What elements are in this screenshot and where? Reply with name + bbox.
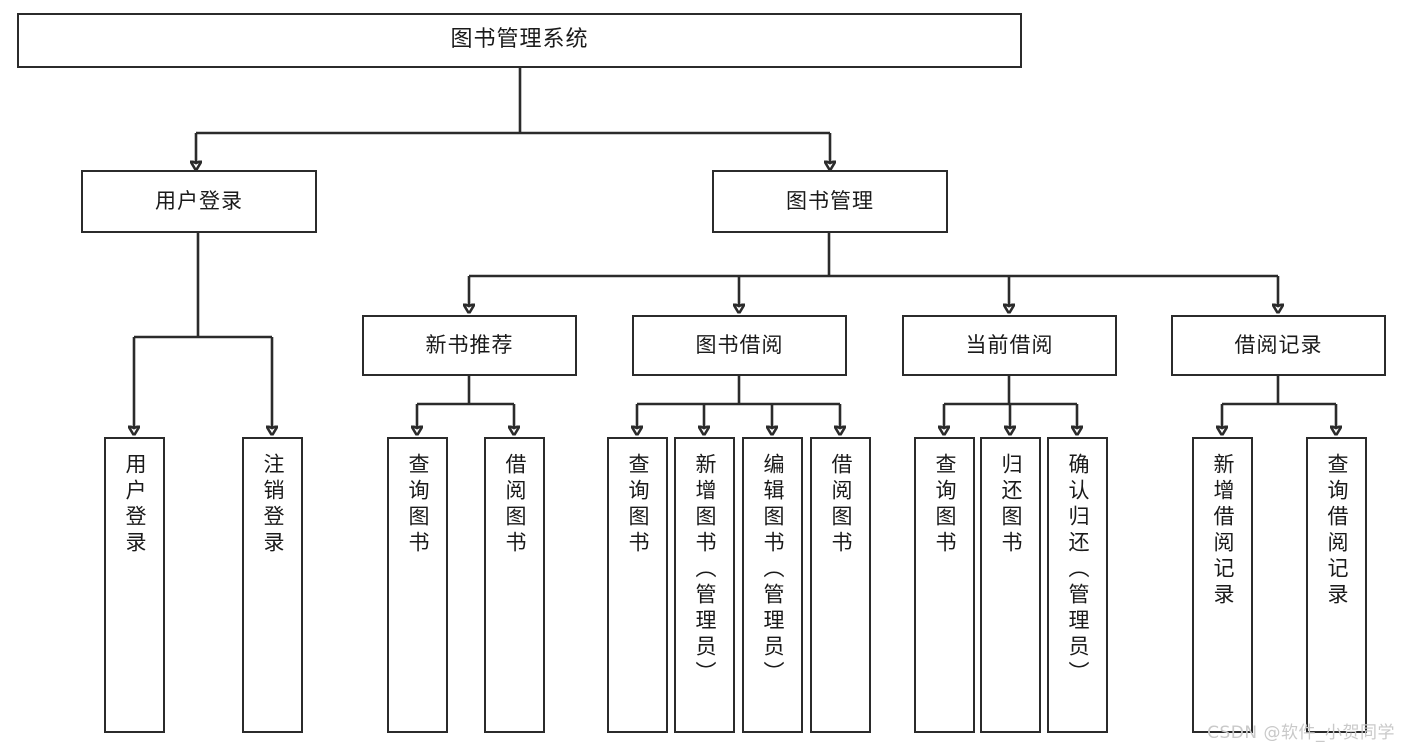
leaf-query-book-current[interactable]: 查询图书 xyxy=(914,437,975,733)
node-label: 借阅记录 xyxy=(1234,332,1323,357)
node-label: 查询借阅记录 xyxy=(1325,453,1349,609)
node-borrow-record[interactable]: 借阅记录 xyxy=(1171,315,1386,376)
node-label: 新书推荐 xyxy=(425,332,514,357)
leaf-logout[interactable]: 注销登录 xyxy=(242,437,303,733)
node-current-borrow[interactable]: 当前借阅 xyxy=(902,315,1117,376)
node-label: 借阅图书 xyxy=(503,453,527,557)
node-label: 确认归还（管理员） xyxy=(1066,453,1090,687)
node-label: 注销登录 xyxy=(261,453,285,557)
node-label: 查询图书 xyxy=(406,453,430,557)
node-label: 查询图书 xyxy=(933,453,957,557)
leaf-return-book[interactable]: 归还图书 xyxy=(980,437,1041,733)
leaf-confirm-return-admin[interactable]: 确认归还（管理员） xyxy=(1047,437,1108,733)
node-label: 编辑图书（管理员） xyxy=(761,453,785,687)
node-label: 查询图书 xyxy=(626,453,650,557)
node-label: 当前借阅 xyxy=(965,332,1054,357)
leaf-borrow-book[interactable]: 借阅图书 xyxy=(810,437,871,733)
leaf-user-login[interactable]: 用户登录 xyxy=(104,437,165,733)
leaf-edit-book-admin[interactable]: 编辑图书（管理员） xyxy=(742,437,803,733)
node-label: 借阅图书 xyxy=(829,453,853,557)
node-label: 用户登录 xyxy=(155,188,243,213)
node-label: 用户登录 xyxy=(123,453,147,557)
leaf-query-book-borrow[interactable]: 查询图书 xyxy=(607,437,668,733)
node-label: 图书管理 xyxy=(786,188,874,213)
node-user-login[interactable]: 用户登录 xyxy=(81,170,317,233)
leaf-query-book-recommendation[interactable]: 查询图书 xyxy=(387,437,448,733)
node-new-book-recommendation[interactable]: 新书推荐 xyxy=(362,315,577,376)
node-label: 图书管理系统 xyxy=(450,27,589,53)
node-book-management[interactable]: 图书管理 xyxy=(712,170,948,233)
leaf-add-book-admin[interactable]: 新增图书（管理员） xyxy=(674,437,735,733)
leaf-add-borrow-record[interactable]: 新增借阅记录 xyxy=(1192,437,1253,733)
node-root-system[interactable]: 图书管理系统 xyxy=(17,13,1022,68)
node-label: 图书借阅 xyxy=(695,332,784,357)
node-label: 新增图书（管理员） xyxy=(693,453,717,687)
leaf-query-borrow-record[interactable]: 查询借阅记录 xyxy=(1306,437,1367,733)
leaf-borrow-book-recommendation[interactable]: 借阅图书 xyxy=(484,437,545,733)
node-label: 归还图书 xyxy=(999,453,1023,557)
node-book-borrow[interactable]: 图书借阅 xyxy=(632,315,847,376)
node-label: 新增借阅记录 xyxy=(1211,453,1235,609)
